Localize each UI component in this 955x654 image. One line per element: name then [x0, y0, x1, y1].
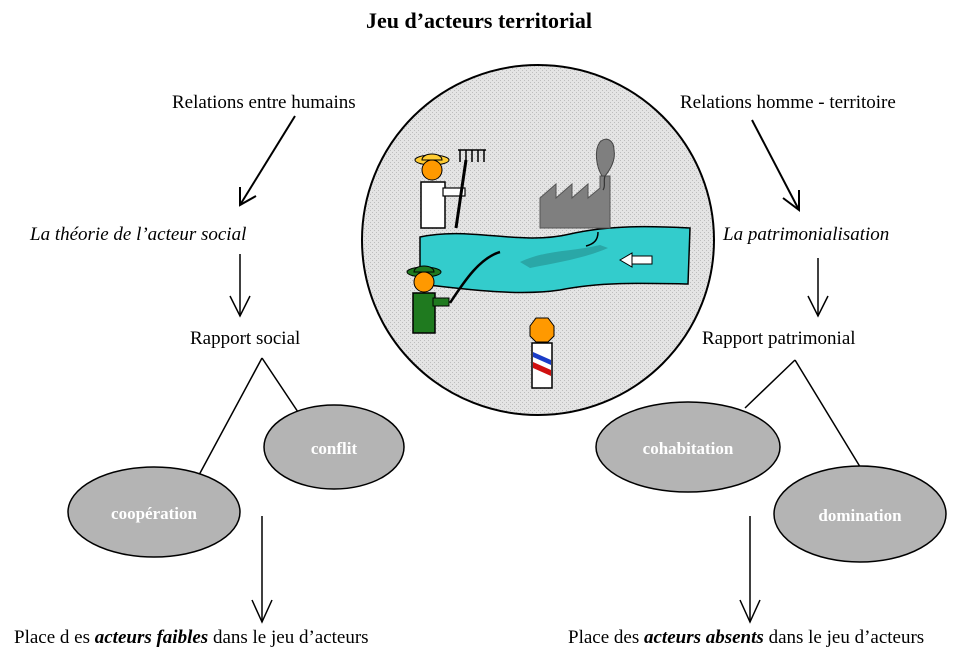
left-footer-pre: Place d es [14, 627, 95, 648]
right-footer: Place des acteurs absents dans le jeu d’… [568, 627, 955, 649]
oval-cooperation [67, 466, 241, 558]
right-arrows [739, 119, 863, 624]
factory-icon [539, 138, 615, 229]
left-footer: Place d es acteurs faibles dans le jeu d… [14, 627, 369, 649]
left-theory: La théorie de l’acteur social [30, 224, 247, 245]
river-icon [419, 225, 691, 294]
oval-domination [773, 465, 947, 563]
official-icon [529, 317, 555, 389]
right-theory: La patrimonialisation [723, 224, 890, 245]
oval-cohabitation [595, 401, 781, 493]
farmer-icon [414, 149, 486, 229]
left-footer-post: dans le jeu d’acteurs [208, 627, 369, 648]
oval-label-cooperation: coopération [111, 504, 197, 523]
left-rapport: Rapport social [190, 328, 301, 349]
left-arrows [191, 115, 303, 624]
right-heading: Relations homme - territoire [680, 92, 896, 113]
left-footer-emph: acteurs faibles [94, 627, 209, 648]
right-footer-pre: Place des [568, 627, 644, 648]
oval-label-domination: domination [818, 506, 902, 525]
page-title: Jeu d’acteurs territorial [366, 8, 593, 33]
oval-label-cohabitation: cohabitation [642, 439, 734, 458]
oval-conflit [263, 404, 405, 490]
oval-label-conflit: conflit [310, 439, 358, 458]
right-footer-post: dans le jeu d’acteurs [763, 627, 925, 648]
right-rapport: Rapport patrimonial [702, 328, 856, 349]
left-heading: Relations entre humains [172, 92, 356, 113]
right-footer-emph: acteurs absents [643, 627, 764, 648]
fisherman-icon [406, 250, 501, 334]
